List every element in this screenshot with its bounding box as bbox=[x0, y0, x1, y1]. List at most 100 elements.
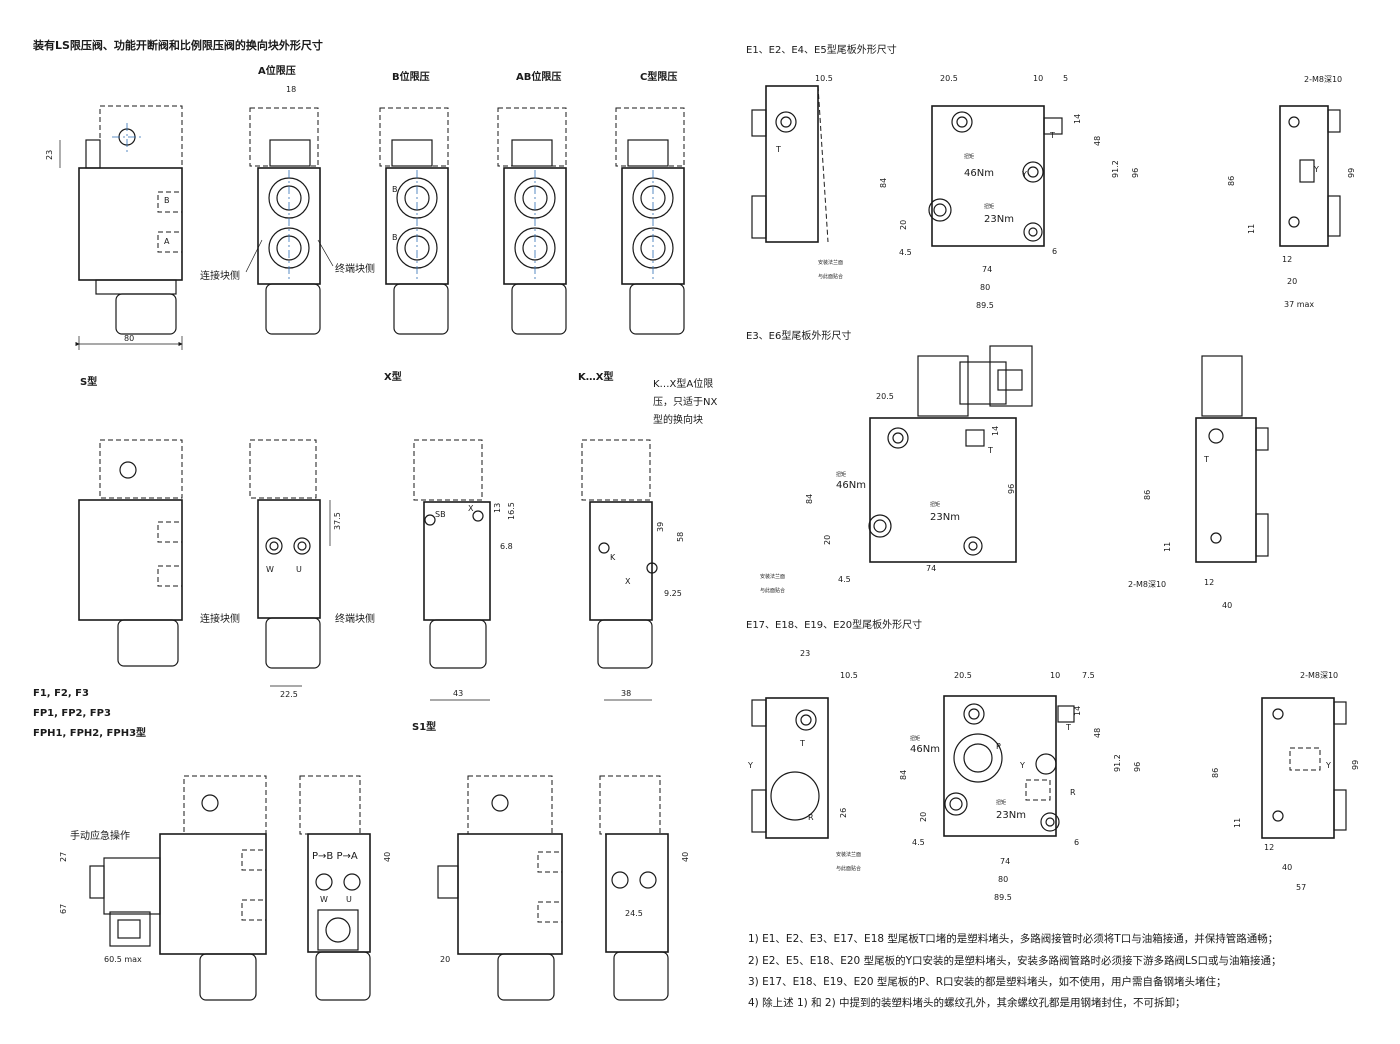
dim-60-5: 60.5 max bbox=[104, 955, 142, 964]
dim-6-8: 6.8 bbox=[500, 542, 513, 551]
d-12-e3: 12 bbox=[1204, 578, 1214, 587]
dim-23: 23 bbox=[45, 150, 54, 160]
d-20-e3: 20 bbox=[823, 535, 832, 545]
d-5-e1: 5 bbox=[1063, 74, 1068, 83]
front-view-ab bbox=[497, 107, 567, 335]
thread-e3: 2-M8深10 bbox=[1128, 580, 1166, 589]
d-4-5-e1: 4.5 bbox=[899, 248, 912, 257]
label-a: A bbox=[164, 237, 170, 246]
kx-note-2: 压，只适于NX bbox=[653, 396, 717, 408]
port-t-e17: T bbox=[1065, 723, 1071, 732]
d-14-e1: 14 bbox=[1073, 114, 1082, 124]
e3-title: E3、E6型尾板外形尺寸 bbox=[746, 329, 851, 342]
dim-67: 67 bbox=[59, 904, 68, 914]
port-k: K bbox=[610, 553, 616, 562]
d-91-2-e1: 91.2 bbox=[1111, 160, 1120, 178]
connect-side-1: 连接块侧 bbox=[200, 269, 240, 282]
d-37max: 37 max bbox=[1284, 300, 1314, 309]
note-2: 2) E2、E5、E18、E20 型尾板的Y口安装的是塑料堵头，安装多路阀管路时… bbox=[748, 954, 1282, 967]
thread-e1: 2-M8深10 bbox=[1304, 75, 1342, 84]
d-96-e17: 96 bbox=[1133, 762, 1142, 772]
port-u2: U bbox=[346, 895, 352, 904]
e17-title: E17、E18、E19、E20型尾板外形尺寸 bbox=[746, 618, 922, 631]
d-40-e17: 40 bbox=[1282, 863, 1292, 872]
d-80-e17: 80 bbox=[998, 875, 1008, 884]
d-89-5-e1: 89.5 bbox=[976, 301, 994, 310]
e17-side-view: 23 10.5 T Y R 26 bbox=[747, 649, 858, 839]
kx-note-1: K…X型A位限 bbox=[653, 377, 713, 390]
d-84-e17: 84 bbox=[899, 770, 908, 780]
port-sb: SB bbox=[435, 510, 446, 519]
dim-24-5: 24.5 bbox=[625, 909, 643, 918]
d-11-e3: 11 bbox=[1163, 542, 1172, 552]
d-20-e1r: 20 bbox=[1287, 277, 1297, 286]
d-40-e3: 40 bbox=[1222, 601, 1232, 610]
end-side-2: 终端块侧 bbox=[335, 612, 375, 625]
d-12-e1: 12 bbox=[1282, 255, 1292, 264]
d-20-e17: 20 bbox=[919, 812, 928, 822]
port-t-e3r: T bbox=[1203, 455, 1209, 464]
dim-27: 27 bbox=[59, 852, 68, 862]
wu-view: W U 37.5 22.5 bbox=[249, 439, 342, 699]
d-10-5-e17: 10.5 bbox=[840, 671, 858, 680]
header-a: A位限压 bbox=[258, 64, 296, 77]
install-b-e17: 与此面贴合 bbox=[836, 865, 861, 872]
kx-type: K…X型 bbox=[578, 370, 613, 383]
e1-side-view: 10.5 T bbox=[751, 74, 833, 243]
manual-op: 手动应急操作 bbox=[70, 829, 130, 842]
torque1-cap-e17: 扭矩 bbox=[910, 735, 920, 742]
d-89-5-e17: 89.5 bbox=[994, 893, 1012, 902]
d-7-5-e17: 7.5 bbox=[1082, 671, 1095, 680]
dim-43: 43 bbox=[453, 689, 463, 698]
port-p-e17: P bbox=[996, 742, 1001, 751]
port-y-e17: Y bbox=[1019, 761, 1025, 770]
dim-20-s1: 20 bbox=[440, 955, 450, 964]
d-10-e17: 10 bbox=[1050, 671, 1060, 680]
note-4: 4) 除上述 1) 和 2) 中提到的装塑料堵头的螺纹孔外，其余螺纹孔都是用钢堵… bbox=[748, 996, 1186, 1009]
dim-9-25: 9.25 bbox=[664, 589, 682, 598]
d-4-5-e17: 4.5 bbox=[912, 838, 925, 847]
label-b: B bbox=[164, 196, 170, 205]
torque1-e17: 46Nm bbox=[910, 744, 940, 755]
f-type-3: FPH1, FPH2, FPH3型 bbox=[33, 726, 146, 739]
torque2-cap: 扭矩 bbox=[984, 203, 994, 210]
s-type: S型 bbox=[80, 375, 97, 388]
torque2-e3: 23Nm bbox=[930, 512, 960, 523]
d-91-2-e17: 91.2 bbox=[1113, 754, 1122, 772]
d-20-5-e17: 20.5 bbox=[954, 671, 972, 680]
s1-front-view: 40 24.5 bbox=[599, 775, 690, 1001]
d-20-e1: 20 bbox=[899, 220, 908, 230]
port-t-e3: T bbox=[987, 446, 993, 455]
label-b: B bbox=[392, 185, 398, 194]
left-title: 装有LS限压阀、功能开断阀和比例限压阀的换向块外形尺寸 bbox=[32, 38, 323, 52]
kx-note-3: 型的换向块 bbox=[653, 413, 703, 426]
port-x: X bbox=[468, 504, 474, 513]
header-c: C型限压 bbox=[640, 70, 677, 83]
port-u: U bbox=[296, 565, 302, 574]
dim-80-left: 80 bbox=[124, 334, 134, 343]
d-11-e1: 11 bbox=[1247, 224, 1256, 234]
x-type: X型 bbox=[384, 370, 402, 383]
dim-16-5: 16.5 bbox=[507, 502, 516, 520]
torque1-e1: 46Nm bbox=[964, 168, 994, 179]
d-80-e1: 80 bbox=[980, 283, 990, 292]
d-20-5-e3: 20.5 bbox=[876, 392, 894, 401]
front-view-a bbox=[249, 107, 321, 335]
d-10-5: 10.5 bbox=[815, 74, 833, 83]
d-86-e1: 86 bbox=[1227, 176, 1236, 186]
torque1-cap-e3: 扭矩 bbox=[836, 471, 846, 478]
port-w: W bbox=[266, 565, 274, 574]
d-74-e1: 74 bbox=[982, 265, 992, 274]
d-99-e17: 99 bbox=[1351, 760, 1360, 770]
d-10-e1: 10 bbox=[1033, 74, 1043, 83]
d-11-e17: 11 bbox=[1233, 818, 1242, 828]
d-23-e17: 23 bbox=[800, 649, 810, 658]
f-type-1: F1, F2, F3 bbox=[33, 688, 89, 699]
dim-40-f: 40 bbox=[383, 852, 392, 862]
d-96-e1: 96 bbox=[1131, 168, 1140, 178]
e17-right-view: 2-M8深10 Y 86 11 99 12 40 57 bbox=[1211, 671, 1360, 892]
install-b-e1: 与此面贴合 bbox=[818, 273, 843, 280]
torque1-e3: 46Nm bbox=[836, 480, 866, 491]
d-57-e17: 57 bbox=[1296, 883, 1306, 892]
